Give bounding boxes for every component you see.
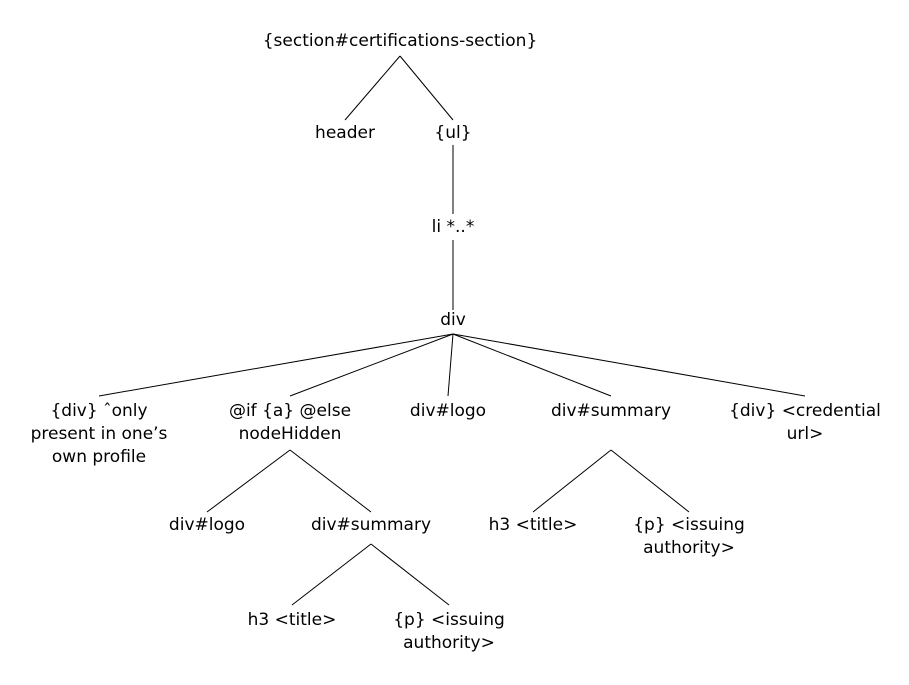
tree-node-div-logo-2: div#logo (169, 514, 245, 537)
tree-node-label: div#logo (168, 515, 246, 535)
tree-node-div: div (440, 309, 466, 332)
tree-edge-div-summary-2-h3-2 (291, 543, 372, 606)
tree-node-label: @if {a} @else (228, 401, 352, 421)
tree-node-label: url> (786, 424, 824, 444)
tree-node-h3-1: h3 <title> (489, 514, 578, 537)
tree-node-p-2: {p} <issuing authority> (393, 609, 505, 655)
tree-node-label: li *..* (431, 217, 475, 237)
tree-edge-root-ul (399, 55, 454, 121)
tree-edge-div-div-logo-1 (447, 333, 454, 397)
tree-node-div-summary-2: div#summary (311, 514, 431, 537)
tree-node-label: div (440, 310, 466, 330)
tree-edge-if-a-div-logo-2 (206, 449, 291, 513)
tree-edge-div-summary-2-p-2 (370, 543, 450, 606)
tree-edge-root-header (344, 55, 401, 121)
tree-node-label: div#summary (310, 515, 432, 535)
tree-edge-div-if-a (289, 333, 454, 397)
tree-edge-div-summary-1-p-1 (610, 449, 690, 513)
tree-node-label: present in one’s (30, 424, 168, 444)
tree-edge-div-div-summary-1 (452, 333, 612, 397)
tree-node-label: nodeHidden (238, 424, 342, 444)
tree-node-label: {ul} (434, 123, 472, 143)
tree-node-label: authority> (643, 538, 735, 558)
tree-edge-if-a-div-summary-2 (289, 449, 372, 513)
tree-node-label: {p} <issuing (393, 610, 505, 630)
tree-node-label: authority> (403, 633, 495, 653)
tree-edge-div-div-own (98, 333, 454, 397)
tree-edge-div-summary-1-h3-1 (532, 449, 612, 513)
tree-node-ul: {ul} (434, 122, 471, 145)
tree-node-li: li *..* (432, 216, 475, 239)
tree-node-root: {section#certifications-section} (263, 30, 538, 53)
tree-node-label: header (315, 123, 375, 143)
tree-node-div-logo-1: div#logo (410, 400, 486, 423)
tree-node-label: h3 <title> (247, 610, 337, 630)
tree-node-div-credential: {div} <credential url> (729, 400, 881, 446)
tree-node-label: div#summary (550, 401, 672, 421)
tree-node-label: div#logo (409, 401, 487, 421)
tree-node-div-summary-1: div#summary (551, 400, 671, 423)
tree-node-header: header (315, 122, 375, 145)
tree-node-div-own: {div} ˆonly present in one’s own profile (31, 400, 168, 469)
tree-node-label: {div} <credential (729, 401, 881, 421)
tree-node-label: own profile (51, 447, 147, 467)
tree-node-h3-2: h3 <title> (248, 609, 337, 632)
tree-node-label: {p} <issuing (633, 515, 745, 535)
tree-node-label: {section#certifications-section} (262, 31, 538, 51)
tree-node-label: {div} ˆonly (50, 401, 148, 421)
tree-edge-div-div-credential (452, 333, 806, 397)
tree-node-if-a: @if {a} @else nodeHidden (229, 400, 351, 446)
tree-node-label: h3 <title> (488, 515, 578, 535)
tree-node-p-1: {p} <issuing authority> (633, 514, 745, 560)
